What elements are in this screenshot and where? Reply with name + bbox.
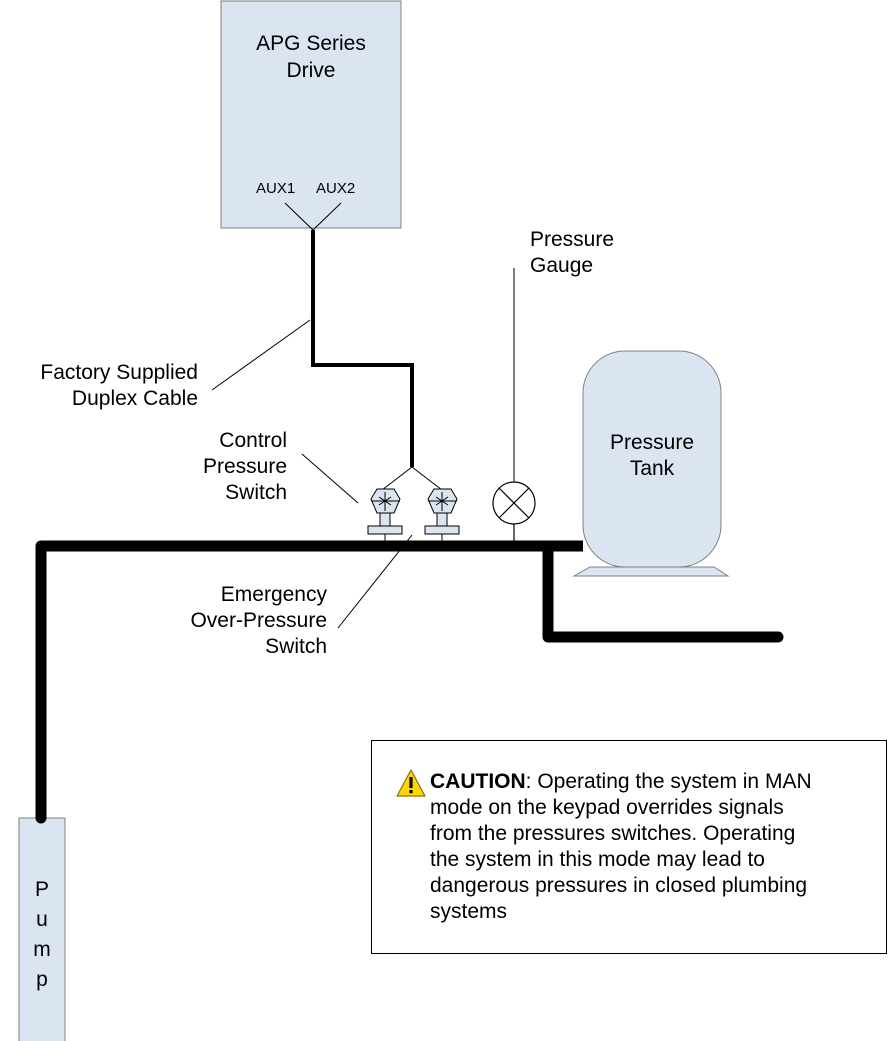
main-pipe (35, 540, 583, 818)
control-switch-label-line3: Switch (225, 481, 287, 504)
emergency-switch-label-line2: Over-Pressure (190, 609, 327, 632)
emergency-switch-label: Emergency Over-Pressure Switch (190, 582, 327, 660)
drive-title-line2: Drive (286, 59, 336, 82)
cable-leader-line (211, 319, 311, 391)
cable-split (381, 466, 443, 491)
pressure-tank-base (572, 566, 730, 577)
pressure-tank-label: Pressure Tank (583, 430, 721, 482)
drive-title: APG Series Drive (221, 30, 401, 84)
duplex-cable-label: Factory Supplied Duplex Cable (40, 360, 198, 412)
caution-line-4: the system in this mode may lead to (430, 848, 765, 871)
caution-keyword: CAUTION (430, 770, 526, 793)
aux2-label: AUX2 (316, 180, 356, 197)
duplex-cable-label-line2: Duplex Cable (71, 387, 198, 410)
pump-pipe-end (35, 812, 47, 824)
pump-letter: m (33, 938, 51, 961)
pressure-tank-label-line1: Pressure (609, 431, 695, 454)
caution-line-1: CAUTION: Operating the system in MAN (430, 769, 870, 795)
pressure-gauge-label-line1: Pressure (530, 228, 615, 251)
caution-line-1-rest: : Operating the system in MAN (525, 770, 812, 793)
emergency-pressure-switch-icon (424, 488, 460, 545)
apg-drive-box (220, 0, 402, 229)
caution-text: CAUTION: Operating the system in MAN mod… (430, 769, 870, 925)
pump-letter: p (36, 968, 48, 991)
control-switch-label: Control Pressure Switch (203, 428, 287, 506)
pump-body (18, 817, 66, 1041)
drive-title-line1: APG Series (256, 32, 366, 55)
control-switch-label-line1: Control (219, 429, 287, 452)
caution-line-2: mode on the keypad overrides signals (430, 796, 784, 819)
control-switch-label-line2: Pressure (202, 455, 287, 478)
pressure-tank-label-line2: Tank (629, 457, 675, 480)
duplex-cable (311, 230, 414, 467)
caution-line-6: systems (430, 900, 508, 923)
aux1-label: AUX1 (256, 180, 296, 197)
pump-letter: P (34, 878, 49, 901)
branch-pipe (542, 540, 784, 643)
control-switch-leader-line (301, 453, 359, 504)
warning-triangle-icon (396, 769, 426, 797)
pressure-gauge-label: Pressure Gauge (530, 227, 614, 279)
emergency-switch-label-line3: Switch (265, 635, 327, 658)
pressure-gauge-label-line2: Gauge (530, 254, 594, 277)
duplex-cable-label-line1: Factory Supplied (40, 361, 198, 384)
gauge-x-line-2 (498, 487, 530, 519)
caution-line-3: from the pressures switches. Operating (430, 822, 796, 845)
caution-line-5: dangerous pressures in closed plumbing (430, 874, 808, 897)
control-pressure-switch-icon (367, 488, 403, 545)
emergency-switch-label-line1: Emergency (220, 583, 327, 606)
pump-letter: u (36, 908, 48, 931)
pump-label: P u m p (19, 875, 65, 995)
caution-box: CAUTION: Operating the system in MAN mod… (371, 740, 887, 954)
